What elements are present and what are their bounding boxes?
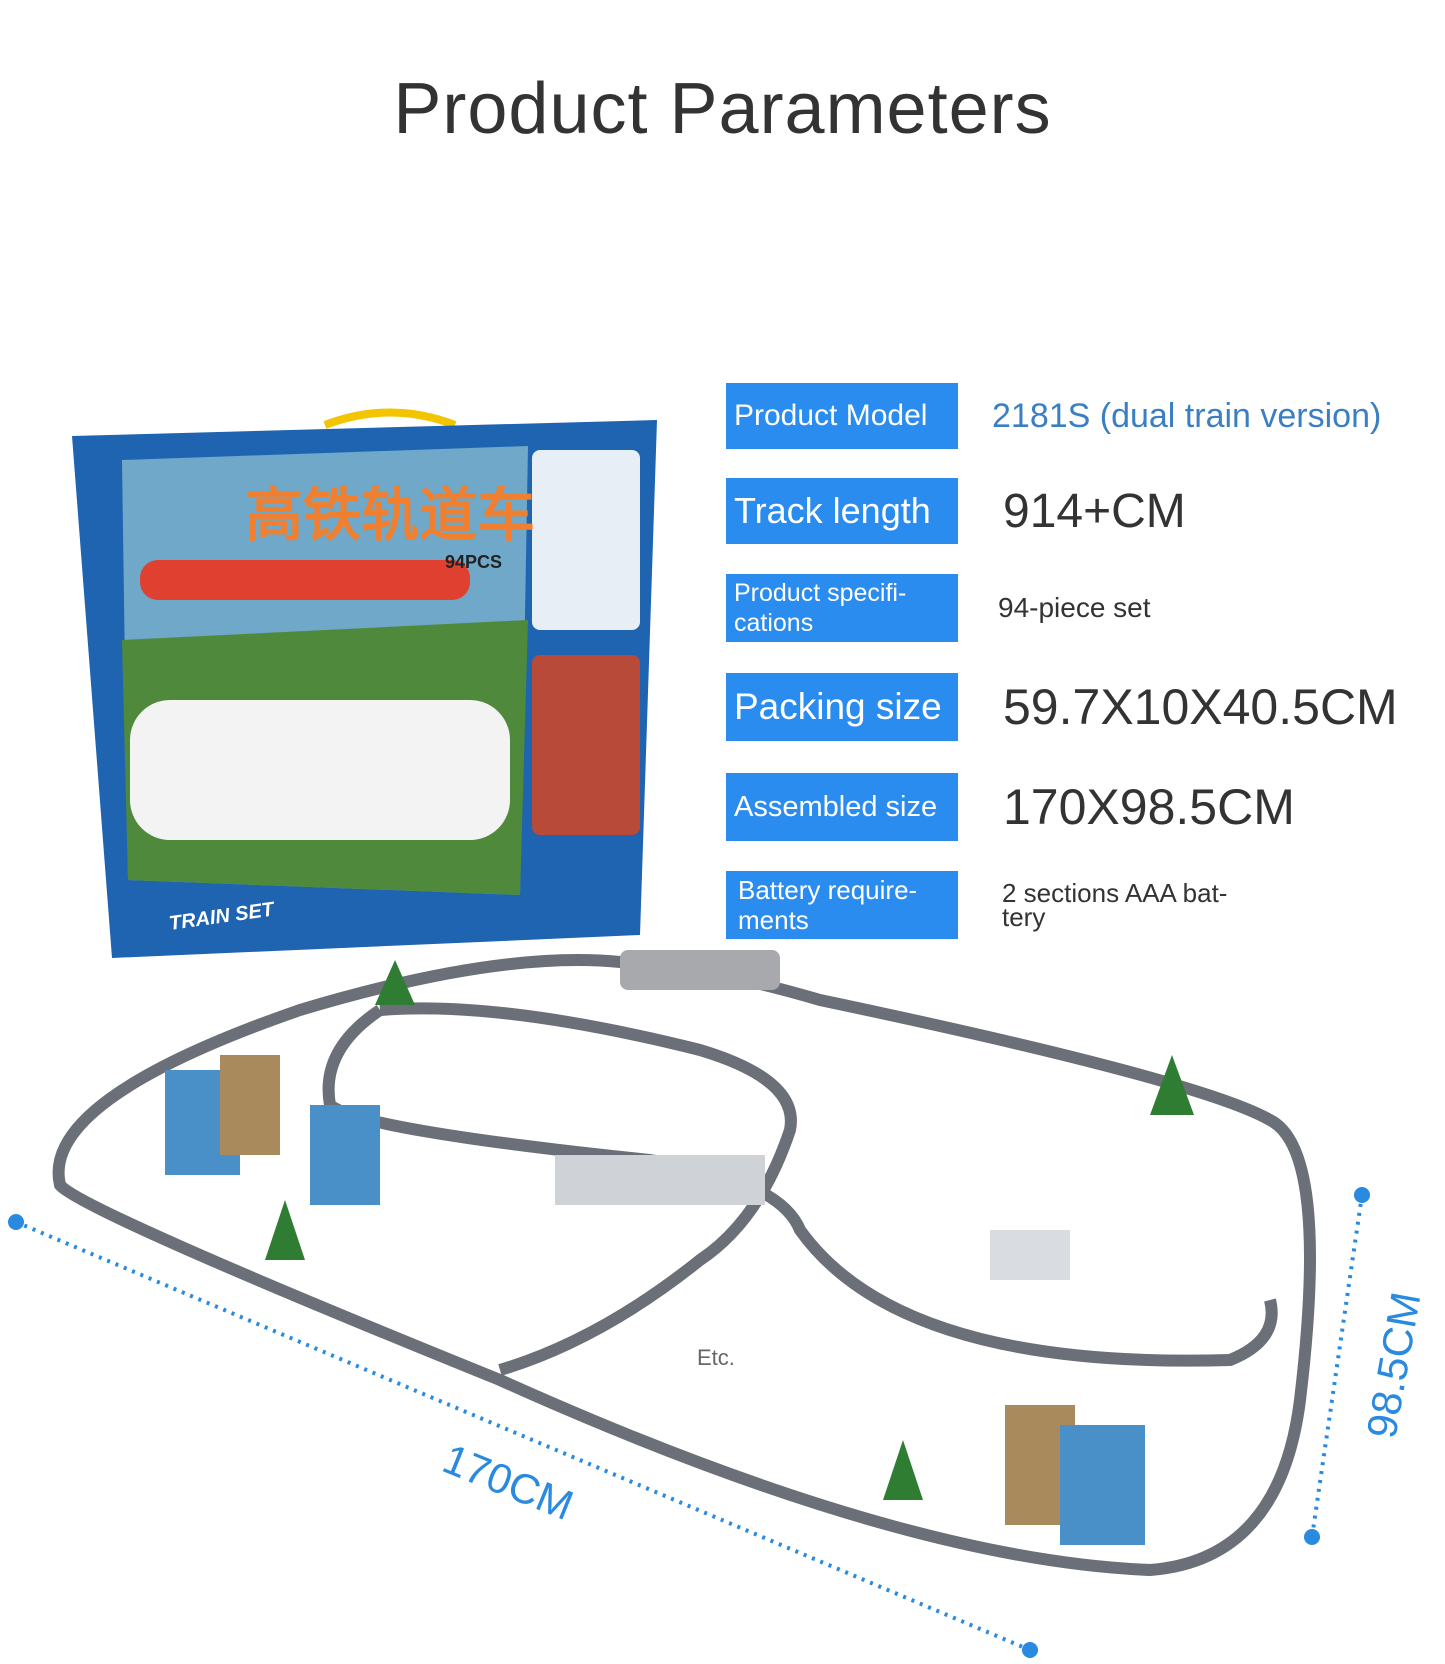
value-product-model: 2181S (dual train version): [992, 396, 1382, 435]
bridge: [555, 1155, 765, 1205]
inner-branch: [379, 1002, 797, 1376]
tree: [375, 960, 415, 1005]
outer-loop: [52, 954, 1316, 1577]
label-track-length: Track length: [726, 478, 958, 544]
value-track-length: 914+CM: [1003, 484, 1186, 538]
value-product-specifications: 94-piece set: [998, 592, 1151, 623]
building: [220, 1055, 280, 1155]
width-dimension-line: [15, 1220, 1031, 1652]
value-packing-size: 59.7X10X40.5CM: [1003, 679, 1398, 735]
tree: [265, 1200, 305, 1260]
tree: [883, 1440, 923, 1500]
value-battery-requirements: 2 sections AAA bat- tery: [1002, 878, 1228, 932]
page-title: Product Parameters: [393, 69, 1052, 149]
depth-label: 98.5CM: [1358, 1289, 1430, 1442]
depth-dimension-line: [1310, 1194, 1364, 1538]
box-chinese-title: 高铁轨道车: [245, 483, 535, 548]
label-battery-requirements: Battery require- ments: [726, 871, 958, 939]
billboard: [990, 1230, 1070, 1280]
train-image: [130, 700, 510, 840]
dimension-lines: 170CM 98.5CM Etc.: [8, 1187, 1429, 1658]
building: [310, 1105, 380, 1205]
tree: [1150, 1055, 1194, 1115]
tunnel: [620, 950, 780, 990]
product-box: 高铁轨道车 94PCS TRAIN SET: [72, 408, 657, 958]
building: [1060, 1425, 1145, 1545]
value-assembled-size: 170X98.5CM: [1003, 779, 1295, 835]
label-product-specifications: Product specifi- cations: [726, 574, 958, 642]
box-pieces: 94PCS: [445, 552, 502, 572]
label-product-model: Product Model: [726, 383, 958, 449]
label-packing-size: Packing size: [726, 673, 958, 741]
inner-figure: [322, 1005, 1278, 1367]
etc-label: Etc.: [697, 1345, 735, 1370]
red-train-compartment: [532, 655, 640, 835]
box-handle: [323, 408, 457, 429]
label-assembled-size: Assembled size: [726, 773, 958, 841]
white-train-compartment: [532, 450, 640, 630]
